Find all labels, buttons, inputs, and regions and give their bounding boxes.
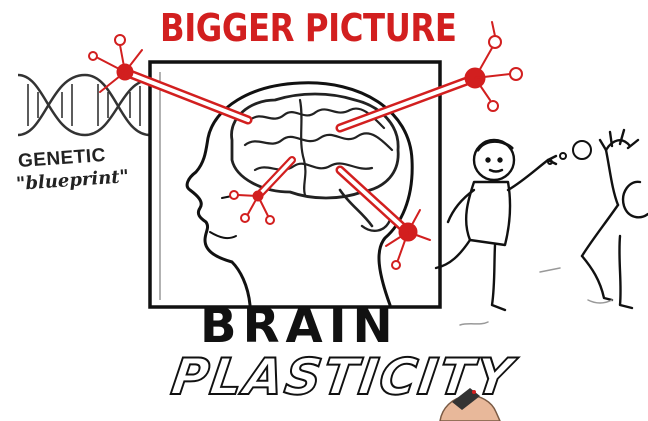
caption-plasticity: PLASTICITY — [168, 348, 518, 406]
title-bigger-picture: BIGGER PICTURE — [160, 6, 402, 50]
red-probes — [89, 22, 522, 269]
caption-brain: BRAIN — [200, 298, 399, 354]
dna-helix — [18, 75, 150, 135]
ball — [548, 141, 591, 164]
boy-figure — [436, 140, 556, 325]
